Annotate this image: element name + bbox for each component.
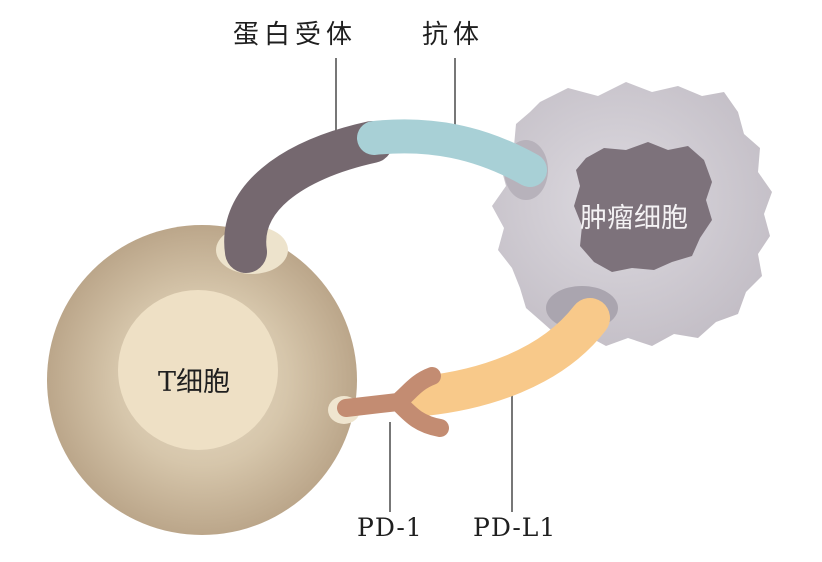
pdl1-molecule xyxy=(404,298,610,416)
antibody xyxy=(357,119,547,187)
protein-receptor-label: 蛋白受体 xyxy=(233,20,358,50)
t-cell-label: T细胞 xyxy=(158,367,231,398)
pd1-molecule xyxy=(337,367,449,437)
pdl1-label: PD-L1 xyxy=(473,513,557,542)
tumor-cell-label: 肿瘤细胞 xyxy=(580,203,688,234)
pd1-label: PD-1 xyxy=(357,513,423,542)
t-cell-nucleus xyxy=(118,290,278,450)
protein-receptor xyxy=(224,121,393,273)
tumor-nucleus xyxy=(574,142,712,272)
antibody-label: 抗体 xyxy=(422,20,485,50)
